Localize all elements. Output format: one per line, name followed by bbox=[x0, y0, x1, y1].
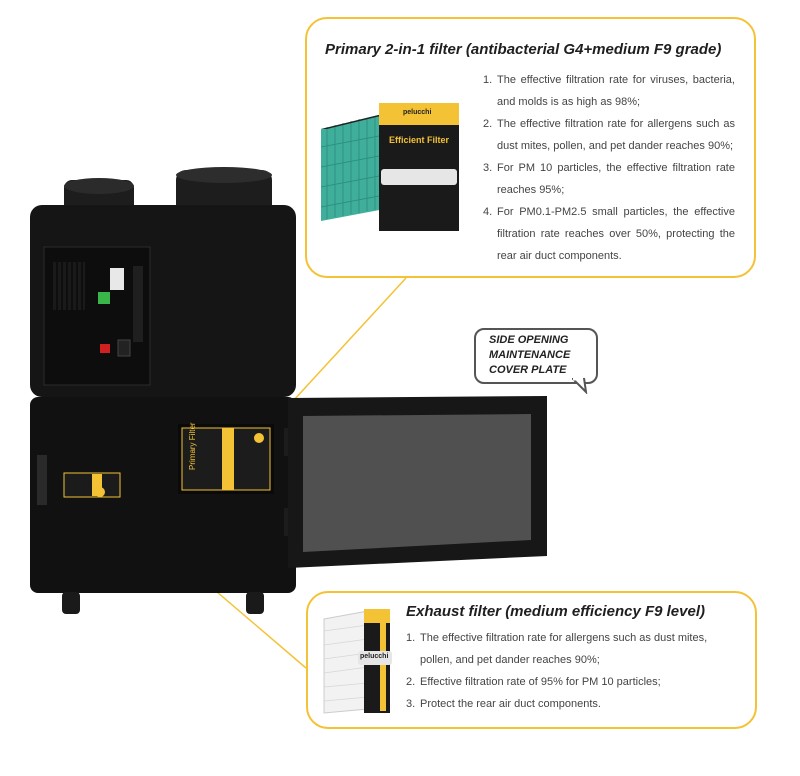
control-panel bbox=[43, 246, 151, 386]
exhaust-filter-label-strip bbox=[92, 474, 102, 496]
primary-filter-title: Primary 2-in-1 filter (antibacterial G4+… bbox=[325, 41, 722, 58]
list-item: 1.The effective filtration rate for viru… bbox=[483, 74, 735, 108]
terminal-block bbox=[110, 268, 124, 290]
primary-filter-callout: Primary 2-in-1 filter (antibacterial G4+… bbox=[305, 17, 756, 278]
primary-filter-image-label: Efficient Filter bbox=[389, 135, 450, 145]
exhaust-callout-dot bbox=[95, 487, 105, 497]
green-connector bbox=[98, 292, 110, 304]
exhaust-filter-strip bbox=[380, 623, 386, 711]
panel-label bbox=[133, 266, 143, 342]
exhaust-filter-image bbox=[323, 609, 392, 714]
primary-filter-image bbox=[320, 103, 459, 231]
primary-filter-brand: pelucchi bbox=[403, 109, 432, 116]
side-cover-inner-panel bbox=[303, 414, 531, 552]
side-cover-callout: SIDE OPENING MAINTENANCE COVER PLATE bbox=[474, 328, 598, 394]
list-item: 3.For PM 10 particles, the effective fil… bbox=[483, 162, 735, 196]
primary-filter-label-strip bbox=[222, 428, 234, 490]
list-item: 2.Effective filtration rate of 95% for P… bbox=[406, 676, 661, 688]
primary-filter-header bbox=[379, 103, 459, 125]
machine-filter-label: Primary Filter bbox=[188, 422, 197, 470]
exhaust-filter-list: 1.The effective filtration rate for alle… bbox=[406, 627, 736, 715]
exhaust-filter-band bbox=[358, 651, 392, 665]
exhaust-filter-header bbox=[364, 609, 390, 623]
primary-filter-mesh-side bbox=[321, 111, 395, 221]
vent-lines bbox=[56, 262, 83, 310]
lower-body-left-edge bbox=[37, 455, 47, 505]
list-item: 4.For PM0.1-PM2.5 small particles, the e… bbox=[483, 206, 735, 262]
power-socket bbox=[117, 339, 131, 357]
bubble-tail bbox=[572, 378, 588, 394]
primary-filter-band bbox=[381, 169, 457, 185]
vent-grille bbox=[53, 262, 85, 310]
primary-callout-dot bbox=[254, 433, 264, 443]
list-item: 3.Protect the rear air duct components. bbox=[406, 698, 601, 710]
left-duct-rim bbox=[64, 178, 134, 194]
primary-filter-list: 1.The effective filtration rate for viru… bbox=[483, 69, 735, 267]
exhaust-filter-title: Exhaust filter (medium efficiency F9 lev… bbox=[406, 603, 705, 620]
wheel-front-right bbox=[246, 592, 264, 614]
exhaust-filter-callout: Exhaust filter (medium efficiency F9 lev… bbox=[306, 591, 757, 729]
list-item: 1.The effective filtration rate for alle… bbox=[406, 632, 708, 666]
wheel-front-left bbox=[62, 592, 80, 614]
list-item: 2.The effective filtration rate for alle… bbox=[483, 118, 735, 152]
side-cover-label: SIDE OPENING MAINTENANCE COVER PLATE bbox=[489, 334, 571, 376]
right-duct-rim bbox=[176, 167, 272, 183]
power-switch bbox=[100, 344, 110, 353]
exhaust-filter-brand: pelucchi bbox=[360, 653, 389, 660]
